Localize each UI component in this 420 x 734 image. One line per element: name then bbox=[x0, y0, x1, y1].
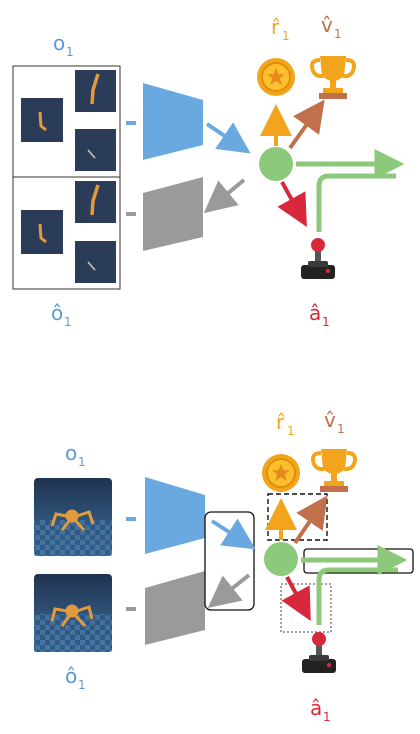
bottom-encoder-connector bbox=[126, 517, 136, 521]
bottom-observation-image bbox=[34, 478, 112, 556]
top-action-label: â bbox=[309, 301, 321, 325]
top-action-subscript: 1 bbox=[322, 315, 330, 329]
top-decoder-arrow bbox=[203, 178, 246, 214]
thumb-bottom-leg-icon bbox=[87, 149, 96, 159]
top-reconstruction-subscript: 1 bbox=[64, 315, 72, 329]
bottom-value-label: v̂ bbox=[324, 408, 336, 432]
top-reconstruction-thumbnails bbox=[21, 181, 116, 283]
bottom-decoder-arrow bbox=[207, 573, 251, 608]
bottom-reward-coin-icon bbox=[261, 453, 301, 493]
bottom-reward-value-highlight-box bbox=[267, 493, 328, 541]
bottom-panel: o 1 ô 1 bbox=[34, 408, 414, 724]
ant-icon bbox=[50, 604, 94, 628]
bottom-action-joystick-icon bbox=[302, 632, 336, 673]
thumb-top-leg-icon bbox=[90, 73, 100, 105]
top-value-trophy-icon bbox=[309, 54, 357, 101]
top-observation-subscript: 1 bbox=[66, 45, 74, 59]
top-reward-subscript: 1 bbox=[282, 29, 290, 43]
thumb-top-leg-icon bbox=[90, 184, 100, 216]
top-latent-policy-path bbox=[316, 173, 396, 232]
bottom-value-trophy-icon bbox=[310, 447, 358, 494]
bottom-observation-label: o bbox=[65, 441, 77, 465]
bottom-value-arrow bbox=[293, 495, 328, 545]
thumb-bottom bbox=[75, 241, 116, 283]
top-encoder-arrow bbox=[205, 122, 251, 154]
top-action-arrow bbox=[277, 181, 307, 228]
top-reconstruction-frame bbox=[12, 176, 121, 290]
bottom-latent-policy-path bbox=[316, 567, 398, 625]
bottom-observation-subscript: 1 bbox=[78, 455, 86, 469]
bottom-action-label: â bbox=[310, 696, 322, 720]
top-decoder-connector bbox=[126, 212, 136, 216]
top-reward-label: r̂ bbox=[271, 15, 280, 39]
top-observation-thumbnails bbox=[21, 70, 116, 171]
top-observation-label: o bbox=[53, 31, 65, 55]
bottom-action-arrow bbox=[281, 576, 311, 622]
bottom-reconstruction-image bbox=[34, 574, 112, 652]
ant-icon bbox=[50, 509, 95, 532]
bottom-action-highlight-box bbox=[280, 583, 332, 633]
bottom-reward-subscript: 1 bbox=[287, 424, 295, 438]
bottom-reward-label: r̂ bbox=[276, 410, 285, 434]
bottom-reconstruction-label: ô bbox=[65, 664, 77, 688]
bottom-decoder-connector bbox=[126, 607, 136, 611]
bottom-decoder-shape bbox=[145, 571, 205, 645]
top-value-label: v̂ bbox=[321, 13, 333, 37]
top-decoder-shape bbox=[143, 177, 203, 251]
top-reconstruction-label: ô bbox=[51, 301, 63, 325]
bottom-latent-node bbox=[264, 542, 298, 576]
thumb-front-leg-icon bbox=[38, 111, 47, 132]
thumb-bottom-leg-icon bbox=[87, 261, 96, 271]
top-value-arrow bbox=[288, 99, 325, 150]
top-action-joystick-icon bbox=[301, 238, 335, 279]
top-latent-node bbox=[259, 147, 293, 181]
bottom-arrow-highlight-box bbox=[204, 511, 255, 611]
top-reward-coin-icon bbox=[256, 57, 296, 97]
top-panel: o 1 ô 1 bbox=[12, 13, 405, 329]
bottom-encoder-arrow bbox=[210, 518, 256, 550]
bottom-encoder-shape bbox=[145, 477, 205, 554]
thumb-front-leg-icon bbox=[38, 223, 47, 244]
top-encoder-shape bbox=[143, 83, 203, 160]
bottom-value-subscript: 1 bbox=[337, 422, 345, 436]
top-value-subscript: 1 bbox=[334, 27, 342, 41]
top-encoder-connector bbox=[126, 121, 136, 125]
thumb-bottom bbox=[75, 129, 116, 171]
bottom-action-subscript: 1 bbox=[323, 710, 331, 724]
bottom-reconstruction-subscript: 1 bbox=[78, 678, 86, 692]
